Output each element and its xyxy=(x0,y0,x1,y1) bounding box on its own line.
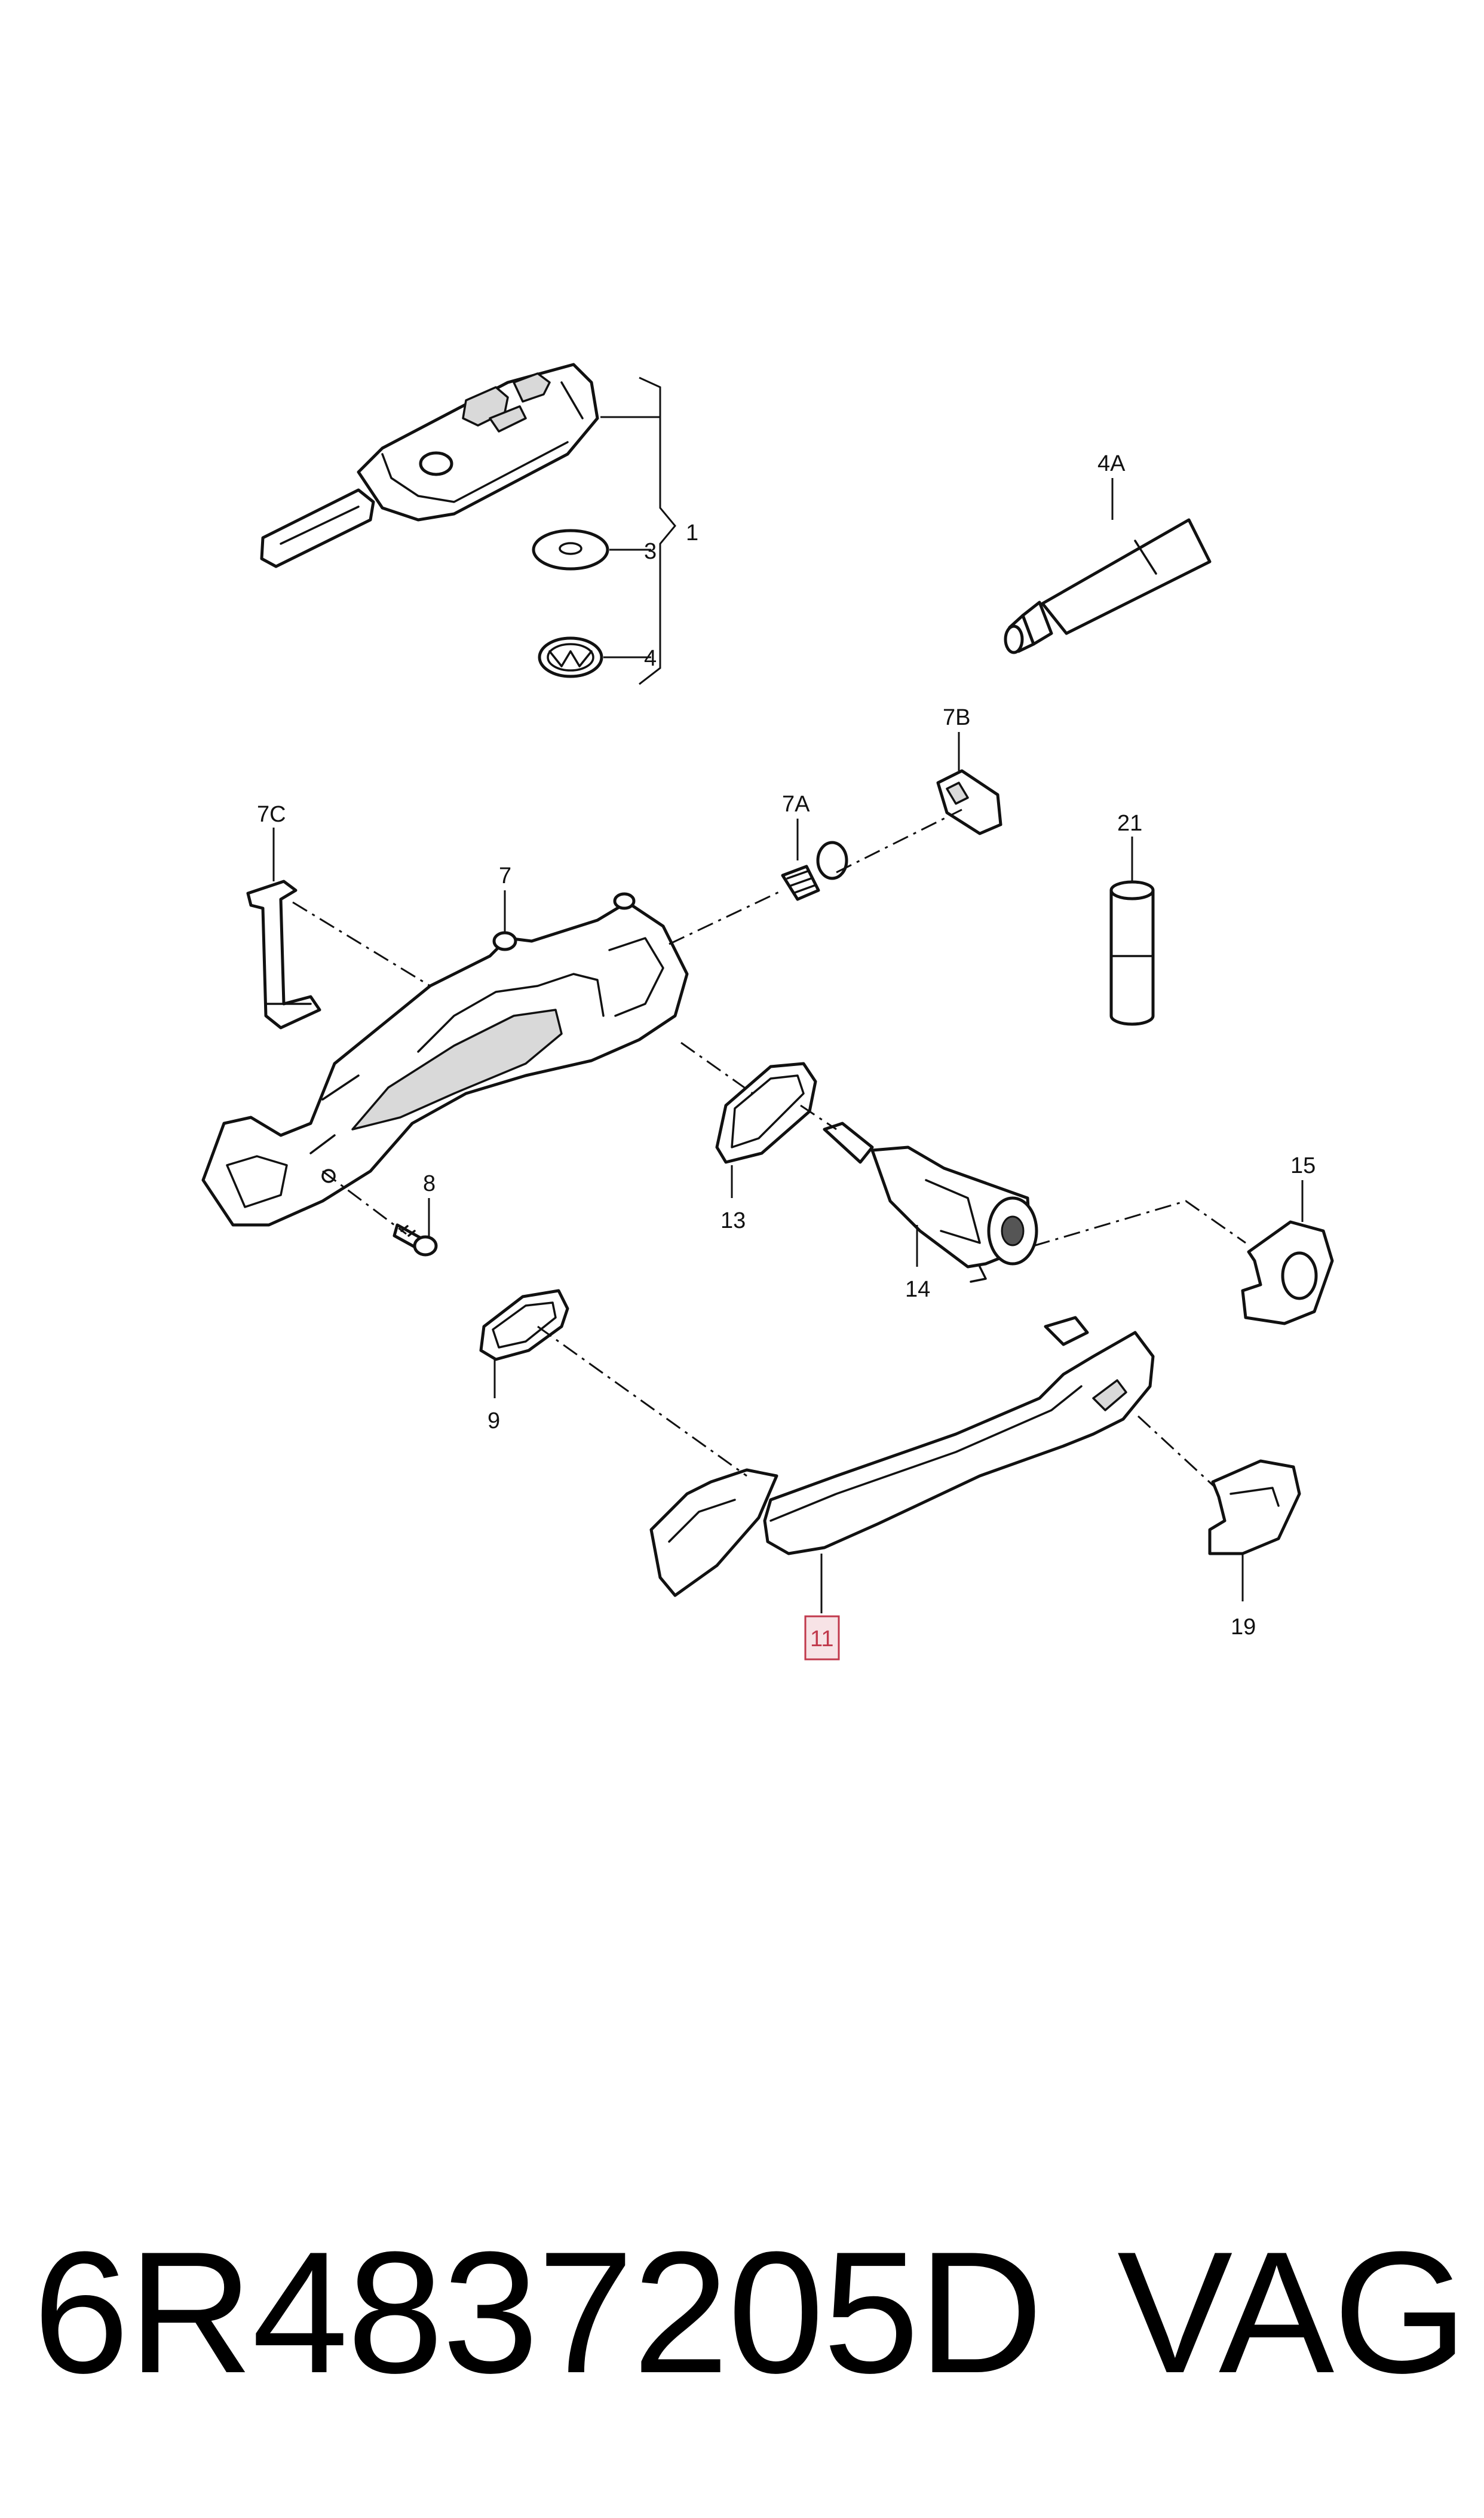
callout-21: 21 xyxy=(1117,811,1142,836)
callout-7: 7 xyxy=(499,863,511,889)
callout-7C: 7C xyxy=(257,802,286,827)
callout-9: 9 xyxy=(487,1408,500,1433)
washer-part-3 xyxy=(532,529,609,571)
callout-1: 1 xyxy=(686,520,698,546)
cover-cap-part-19 xyxy=(1208,1459,1301,1555)
lock-cylinder-part-14 xyxy=(823,1122,1038,1283)
pin-part-21 xyxy=(1109,880,1155,1026)
handle-carrier-part-7 xyxy=(201,892,689,1227)
remote-key xyxy=(260,363,599,568)
highlight-box-11 xyxy=(804,1615,840,1661)
bracket-part-7C xyxy=(246,880,321,1030)
callout-19: 19 xyxy=(1231,1615,1256,1640)
callout-7B: 7B xyxy=(943,705,970,730)
cover-cap-part-15 xyxy=(1241,1220,1334,1325)
door-handle-part-11 xyxy=(649,1316,1155,1597)
gasket-part-9 xyxy=(479,1289,569,1361)
brand-name: VAG xyxy=(1117,2216,1468,2409)
callout-4A: 4A xyxy=(1097,451,1126,476)
callout-13: 13 xyxy=(720,1208,746,1233)
callout-4: 4 xyxy=(644,646,657,671)
bolt-part-7A xyxy=(781,841,848,901)
callout-7A: 7A xyxy=(782,792,810,817)
callout-11: 11 xyxy=(810,1626,833,1652)
callout-3: 3 xyxy=(644,539,657,564)
callout-8: 8 xyxy=(423,1171,436,1196)
part-number: 6R4837205D xyxy=(33,2216,1043,2409)
grease-tube-part-4A xyxy=(1004,518,1212,654)
callout-15: 15 xyxy=(1290,1153,1316,1178)
emblem-part-4 xyxy=(538,636,603,678)
cap-part-7B xyxy=(936,769,1002,835)
callout-14: 14 xyxy=(905,1277,930,1302)
gasket-part-13 xyxy=(715,1062,817,1164)
